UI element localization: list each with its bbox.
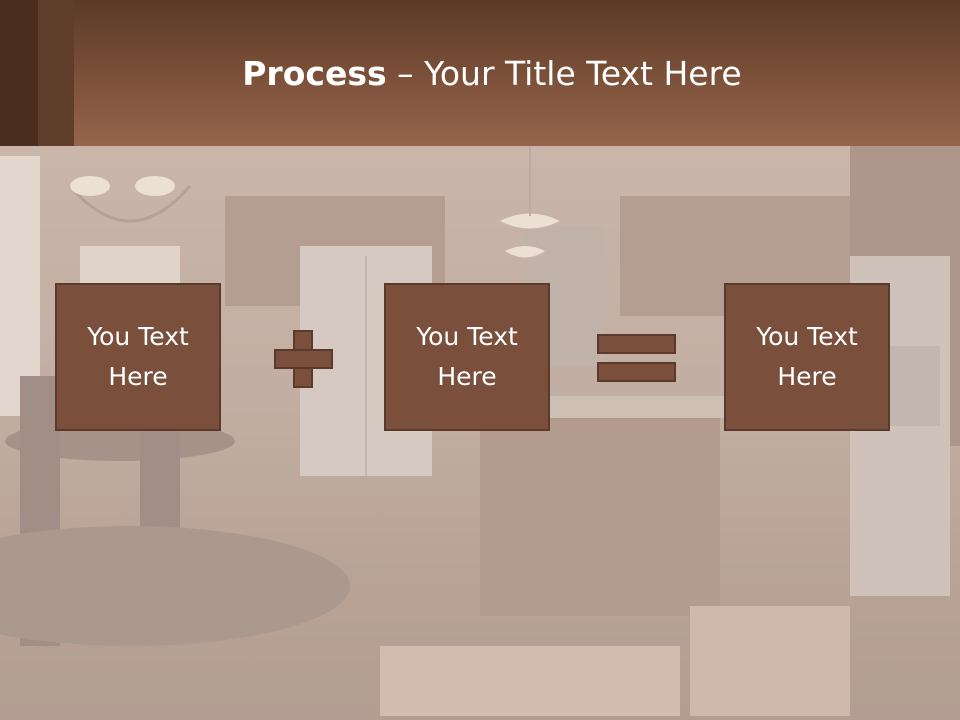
kitchen-background-photo (0, 146, 960, 720)
equals-bottom-bar (597, 362, 676, 382)
process-box-1-text: You Text Here (87, 322, 189, 391)
process-box-1[interactable]: You Text Here (55, 283, 221, 431)
header-accent-stripe-2 (38, 0, 74, 146)
process-box-3[interactable]: You Text Here (724, 283, 890, 431)
process-box-2-text: You Text Here (416, 322, 518, 391)
process-box-3-text: You Text Here (756, 322, 858, 391)
plus-center (295, 351, 311, 367)
header-band: Process – Your Title Text Here (0, 0, 960, 146)
header-accent-stripe (0, 0, 38, 146)
process-box-2[interactable]: You Text Here (384, 283, 550, 431)
slide-title[interactable]: Process – Your Title Text Here (0, 54, 960, 93)
slide-title-rest: – Your Title Text Here (386, 54, 742, 93)
slide-title-bold: Process (242, 54, 387, 93)
equals-top-bar (597, 334, 676, 354)
photo-overlay (0, 146, 960, 720)
